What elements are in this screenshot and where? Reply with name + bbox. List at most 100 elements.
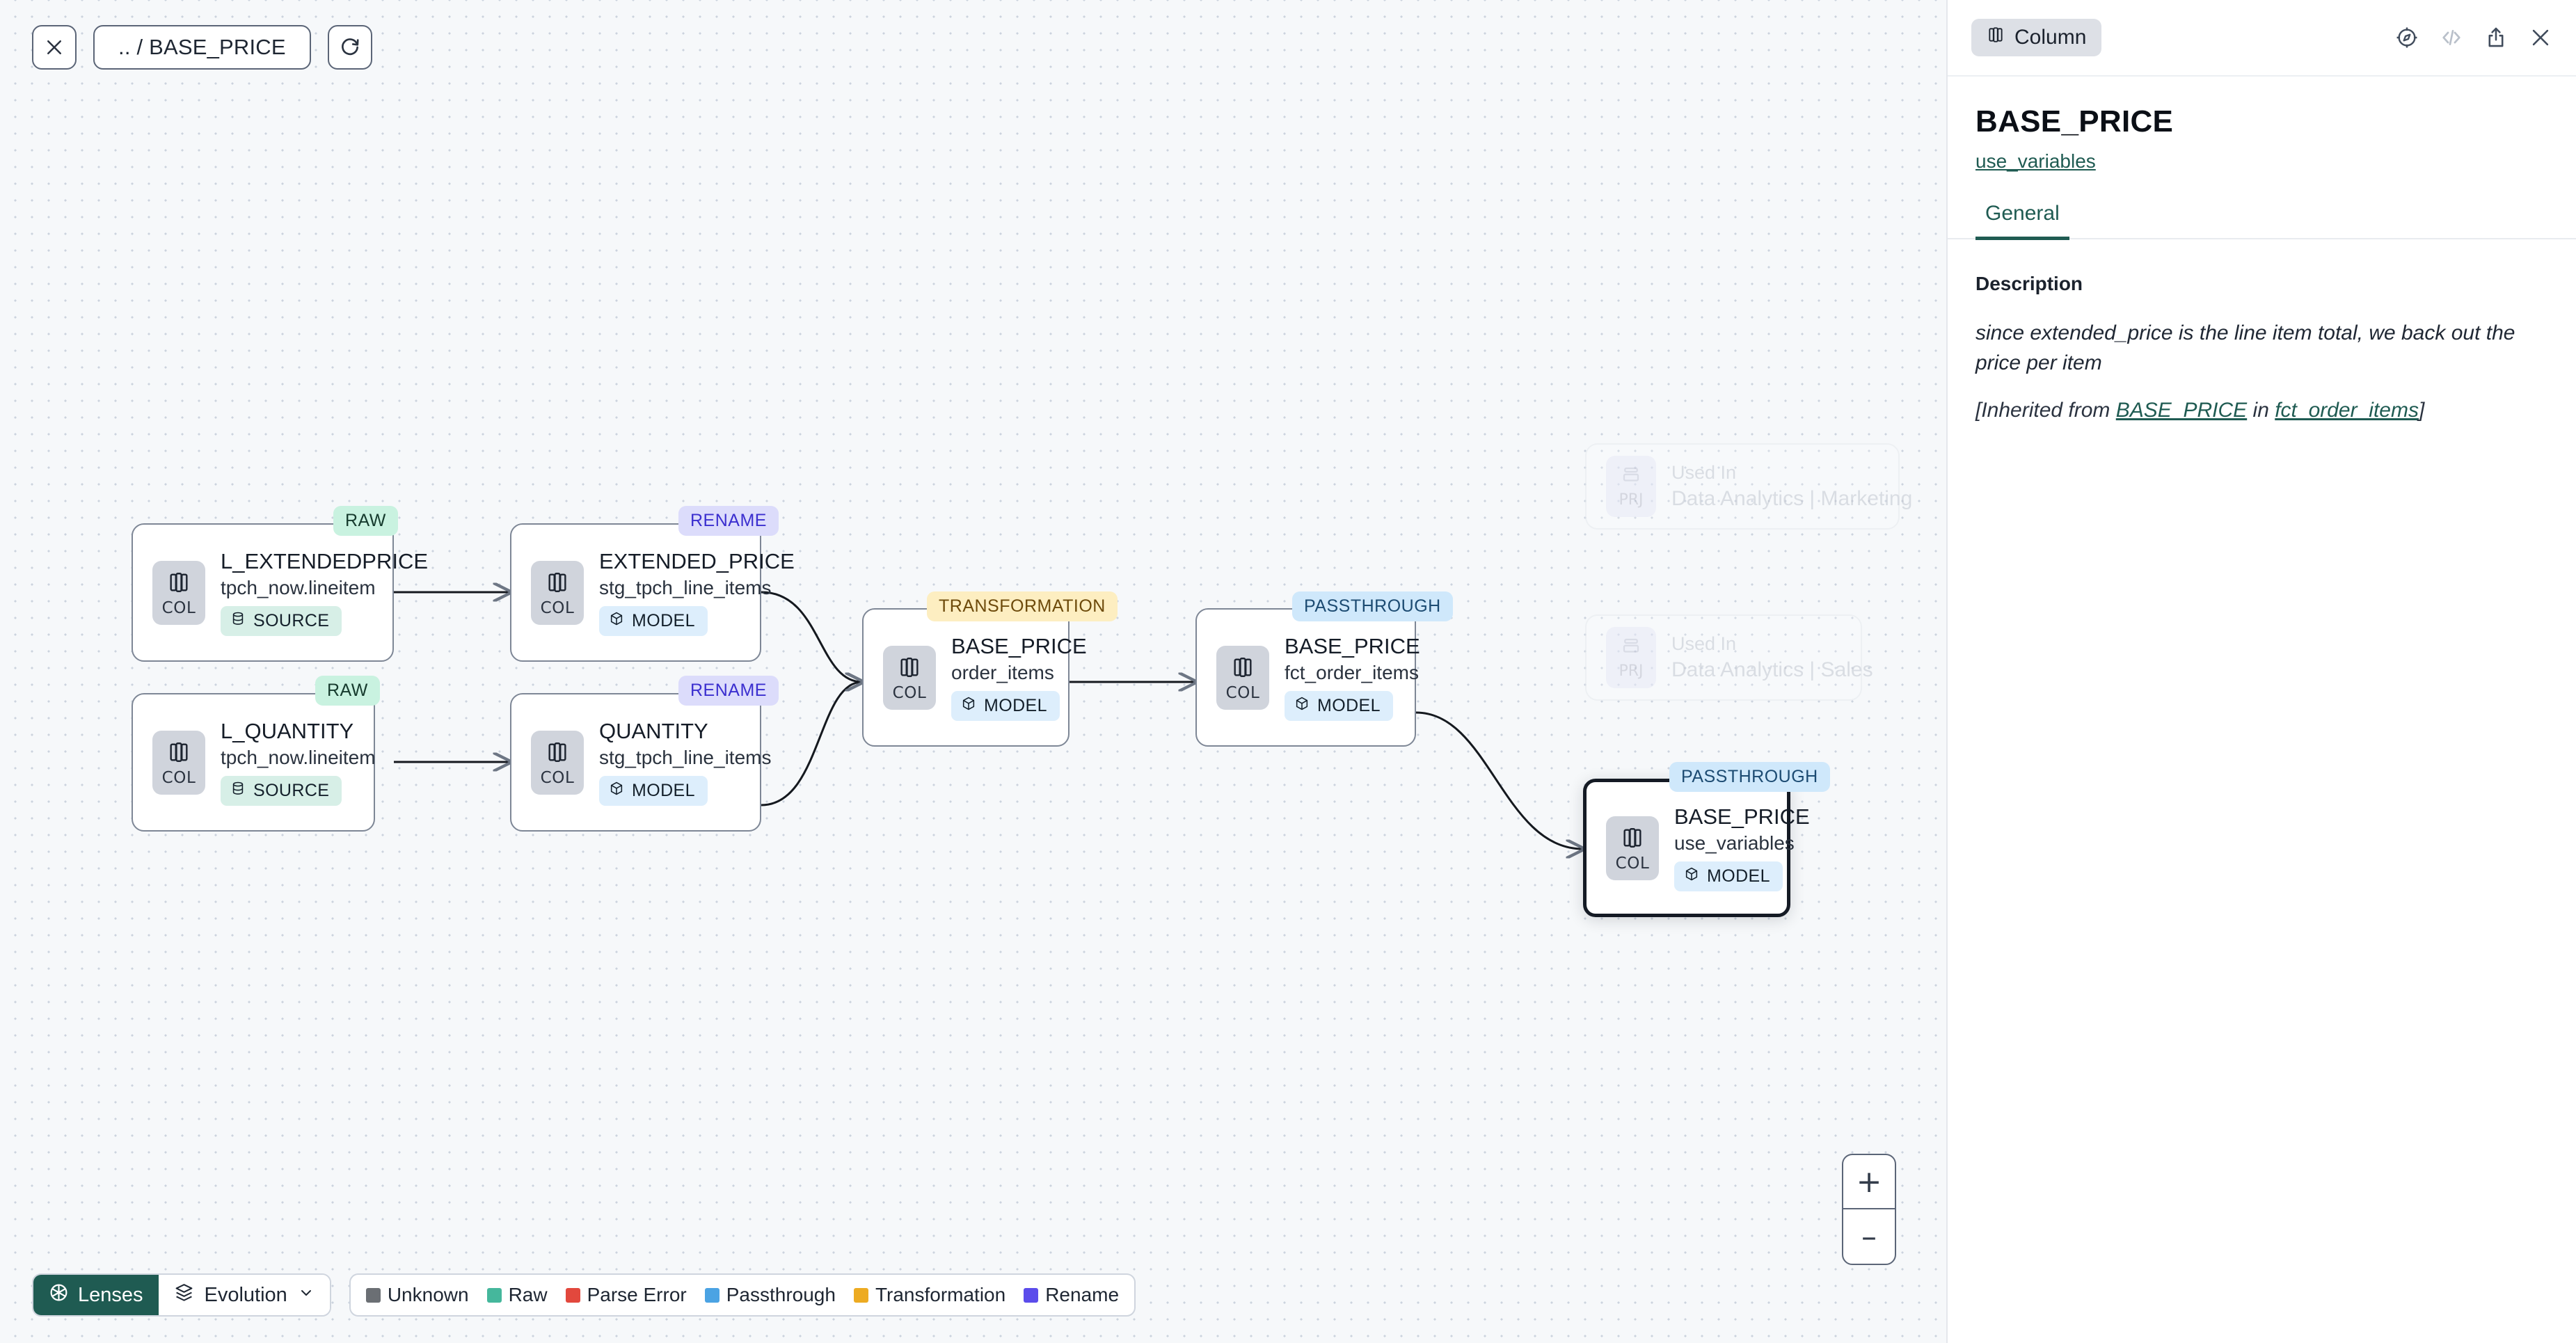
node-icon-tag: COL bbox=[540, 769, 575, 787]
project-icon-box: PRJ bbox=[1606, 456, 1656, 517]
column-icon bbox=[1987, 26, 2005, 49]
legend: Unknown Raw Parse Error Passthrough Tran… bbox=[349, 1273, 1136, 1317]
node-base-price-use-variables[interactable]: COL BASE_PRICE use_variables MODEL bbox=[1583, 779, 1810, 917]
share-icon[interactable] bbox=[2484, 26, 2508, 49]
node-badge-passthrough: PASSTHROUGH bbox=[1292, 591, 1453, 621]
node-extended-price[interactable]: COL EXTENDED_PRICE stg_tpch_line_items M… bbox=[510, 523, 795, 662]
legend-swatch bbox=[704, 1287, 719, 1303]
legend-swatch bbox=[853, 1287, 868, 1303]
database-icon bbox=[230, 611, 246, 631]
node-title: L_QUANTITY bbox=[221, 719, 354, 744]
node-title: L_EXTENDEDPRICE bbox=[221, 549, 429, 574]
page-title: BASE_PRICE bbox=[1975, 104, 2174, 138]
node-badge-rename: RENAME bbox=[678, 506, 779, 536]
parent-model-link[interactable]: use_variables bbox=[1975, 150, 2096, 172]
legend-swatch bbox=[486, 1287, 502, 1303]
node-chip-model: MODEL bbox=[1674, 861, 1783, 891]
column-icon bbox=[546, 738, 569, 767]
panel-header-actions bbox=[2395, 26, 2552, 49]
ghost-node-used-in-sales: PRJ Used In Data Analytics | Sales bbox=[1585, 614, 1873, 701]
ghost-label-used-in: Used In bbox=[1671, 461, 1737, 483]
legend-label: Passthrough bbox=[726, 1284, 836, 1305]
node-subtitle: stg_tpch_line_items bbox=[599, 576, 772, 598]
breadcrumb-button[interactable]: .. / BASE_PRICE bbox=[93, 25, 311, 70]
close-button[interactable] bbox=[32, 25, 77, 70]
inherited-mid: in bbox=[2247, 399, 2275, 422]
zoom-out-button[interactable]: – bbox=[1861, 1218, 1877, 1255]
ghost-label-project: Data Analytics | Marketing bbox=[1671, 487, 1913, 511]
column-icon bbox=[167, 568, 191, 597]
zoom-controls: + – bbox=[1842, 1154, 1896, 1265]
node-subtitle: fct_order_items bbox=[1285, 661, 1419, 683]
node-subtitle: use_variables bbox=[1674, 832, 1795, 854]
node-base-price-fct-order-items[interactable]: COL BASE_PRICE fct_order_items MODEL bbox=[1195, 608, 1420, 747]
cube-icon bbox=[1294, 696, 1310, 716]
inherited-column-link[interactable]: BASE_PRICE bbox=[2115, 399, 2248, 422]
project-icon bbox=[1621, 636, 1641, 660]
column-icon-box: COL bbox=[531, 560, 584, 625]
node-chip-label: MODEL bbox=[632, 780, 695, 800]
node-chip-label: SOURCE bbox=[253, 610, 330, 630]
entity-type-badge[interactable]: Column bbox=[1971, 19, 2102, 56]
ghost-label-project: Data Analytics | Sales bbox=[1671, 658, 1873, 682]
column-icon-box: COL bbox=[531, 730, 584, 795]
node-title: BASE_PRICE bbox=[1285, 634, 1420, 659]
canvas-bottom-toolbar: Lenses Evolution bbox=[32, 1273, 1136, 1317]
evolution-dropdown[interactable]: Evolution bbox=[158, 1275, 330, 1315]
breadcrumb: .. / BASE_PRICE bbox=[118, 35, 286, 59]
description-label: Description bbox=[1975, 273, 2083, 294]
inherited-suffix: ] bbox=[2418, 399, 2425, 422]
tab-general[interactable]: General bbox=[1975, 202, 2069, 240]
node-quantity[interactable]: COL QUANTITY stg_tpch_line_items MODEL bbox=[510, 693, 771, 832]
node-badge-rename: RENAME bbox=[678, 676, 779, 706]
column-icon-box: COL bbox=[1216, 645, 1269, 710]
description-body: since extended_price is the line item to… bbox=[1975, 319, 2548, 426]
node-chip-label: MODEL bbox=[984, 695, 1047, 715]
inherited-model-link[interactable]: fct_order_items bbox=[2275, 399, 2419, 422]
node-chip-label: MODEL bbox=[1317, 695, 1381, 715]
database-icon bbox=[230, 781, 246, 801]
column-icon-box: COL bbox=[883, 645, 936, 710]
node-icon-tag: COL bbox=[161, 599, 196, 617]
refresh-button[interactable] bbox=[327, 25, 372, 70]
legend-swatch bbox=[1024, 1287, 1039, 1303]
lineage-canvas[interactable]: .. / BASE_PRICE bbox=[0, 0, 1946, 1343]
node-chip-source: SOURCE bbox=[221, 605, 342, 636]
node-icon-tag: COL bbox=[892, 684, 927, 702]
column-icon-box: COL bbox=[1606, 816, 1659, 880]
zoom-in-button[interactable]: + bbox=[1843, 1155, 1895, 1209]
cube-icon bbox=[609, 781, 624, 801]
cube-icon bbox=[961, 696, 976, 716]
node-base-price-order-items[interactable]: COL BASE_PRICE order_items MODEL bbox=[862, 608, 1087, 747]
lenses-button[interactable]: Lenses bbox=[33, 1275, 159, 1315]
inherited-prefix: [Inherited from bbox=[1975, 399, 2116, 422]
node-subtitle: tpch_now.lineitem bbox=[221, 746, 376, 768]
compass-icon[interactable] bbox=[2395, 26, 2419, 49]
node-l-quantity[interactable]: COL L_QUANTITY tpch_now.lineitem SOURCE bbox=[132, 693, 376, 832]
node-l-extendedprice[interactable]: COL L_EXTENDEDPRICE tpch_now.lineitem SO… bbox=[132, 523, 428, 662]
legend-label: Rename bbox=[1045, 1284, 1120, 1305]
node-title: BASE_PRICE bbox=[1674, 804, 1810, 829]
node-chip-model: MODEL bbox=[599, 775, 708, 806]
legend-swatch bbox=[365, 1287, 381, 1303]
legend-label: Transformation bbox=[875, 1284, 1006, 1305]
description-section: Description since extended_price is the … bbox=[1948, 239, 2576, 426]
legend-item-transformation: Transformation bbox=[853, 1284, 1006, 1306]
legend-item-parse-error: Parse Error bbox=[565, 1284, 687, 1306]
details-panel: Column bbox=[1946, 0, 2576, 1343]
refresh-icon bbox=[339, 36, 361, 58]
code-icon[interactable] bbox=[2440, 26, 2463, 49]
column-icon bbox=[1231, 653, 1255, 682]
cube-icon bbox=[609, 611, 624, 631]
close-icon[interactable] bbox=[2529, 26, 2552, 49]
node-subtitle: tpch_now.lineitem bbox=[221, 576, 376, 598]
node-chip-model: MODEL bbox=[599, 605, 708, 636]
description-text: since extended_price is the line item to… bbox=[1975, 321, 2515, 374]
panel-title-area: BASE_PRICE use_variables bbox=[1948, 77, 2576, 173]
project-icon-box: PRJ bbox=[1606, 627, 1656, 688]
canvas-toolbar: .. / BASE_PRICE bbox=[32, 25, 372, 70]
node-chip-label: MODEL bbox=[632, 610, 695, 630]
cube-icon bbox=[1684, 866, 1699, 887]
node-icon-tag: COL bbox=[1615, 855, 1650, 873]
